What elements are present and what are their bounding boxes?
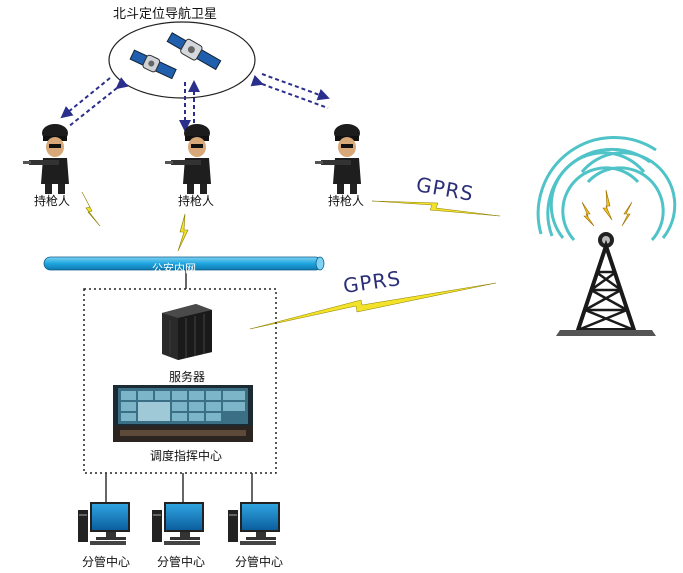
dashed-arrow — [67, 77, 129, 128]
officer-label: 持枪人 — [34, 194, 71, 208]
lightning-icon — [81, 191, 101, 227]
gprs-lightning-mid — [249, 282, 497, 330]
lightning-group — [81, 191, 189, 252]
command-center-boundary — [83, 288, 277, 474]
network-pipe — [43, 256, 325, 271]
radio-tower-icon — [536, 135, 677, 336]
network-label: 公安内网 — [152, 262, 196, 275]
officer-figure-1 — [23, 124, 69, 194]
officer-label: 持枪人 — [328, 194, 365, 208]
command-center-label: 调度指挥中心 — [150, 449, 223, 463]
gprs-links — [249, 200, 501, 330]
branch-label: 分管中心 — [235, 555, 284, 569]
satellite-group — [108, 21, 256, 99]
gprs-lightning-top — [371, 200, 501, 217]
dashed-arrow — [261, 73, 330, 101]
officer-label: 持枪人 — [178, 194, 215, 208]
satellite-links — [60, 73, 330, 132]
satellite-title: 北斗定位导航卫星 — [112, 7, 217, 22]
computer-icon — [78, 502, 130, 545]
lightning-icon — [177, 213, 189, 252]
branch-label: 分管中心 — [82, 555, 131, 569]
server-label: 服务器 — [169, 370, 206, 384]
satellite-icon — [129, 49, 177, 80]
branch-connectors — [105, 473, 253, 502]
satellite-orbit-ellipse — [108, 21, 256, 99]
branch-label: 分管中心 — [157, 555, 206, 569]
server-rack-icon — [162, 304, 212, 360]
dashed-arrow — [60, 77, 111, 119]
officer-figure-2 — [165, 124, 211, 194]
satellite-icon — [166, 32, 222, 71]
officer-figure-3 — [315, 124, 361, 194]
computer-icon — [228, 502, 280, 545]
dashed-arrow — [250, 74, 329, 109]
command-wall-image — [113, 385, 253, 442]
computer-icon — [152, 502, 204, 545]
